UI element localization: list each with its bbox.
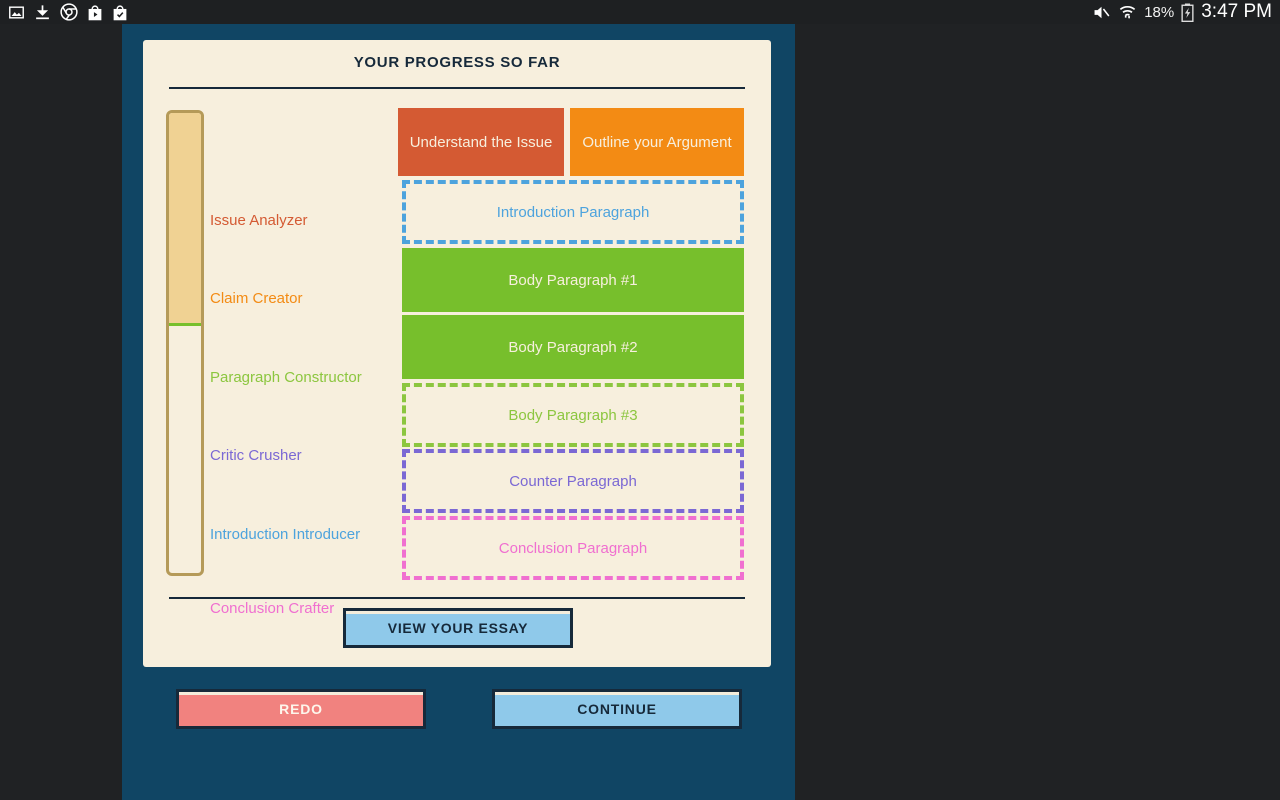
essay-block[interactable]: Introduction Paragraph bbox=[402, 180, 744, 244]
essay-block[interactable]: Counter Paragraph bbox=[402, 449, 744, 513]
status-bar-notification-icons bbox=[8, 3, 128, 21]
play-store-installed-icon bbox=[112, 4, 128, 21]
play-store-icon bbox=[87, 4, 103, 21]
essay-block[interactable]: Outline your Argument bbox=[570, 108, 744, 176]
stage-label: Issue Analyzer bbox=[210, 212, 308, 229]
divider-bottom bbox=[169, 597, 745, 599]
clock-label: 3:47 PM bbox=[1201, 1, 1272, 22]
view-your-essay-button[interactable]: VIEW YOUR ESSAY bbox=[343, 608, 573, 648]
continue-button[interactable]: CONTINUE bbox=[492, 689, 742, 729]
progress-bar-fill bbox=[169, 113, 201, 326]
download-icon bbox=[34, 4, 51, 21]
stage-label: Critic Crusher bbox=[210, 447, 302, 464]
stage-label: Claim Creator bbox=[210, 290, 303, 307]
redo-button[interactable]: REDO bbox=[176, 689, 426, 729]
progress-bar bbox=[166, 110, 204, 576]
essay-block[interactable]: Understand the Issue bbox=[398, 108, 564, 176]
essay-block[interactable]: Conclusion Paragraph bbox=[402, 516, 744, 580]
wifi-icon bbox=[1118, 3, 1137, 21]
battery-charging-icon bbox=[1181, 3, 1194, 22]
stage-label: Conclusion Crafter bbox=[210, 600, 335, 617]
status-bar-system-icons: 18% 3:47 PM bbox=[1092, 1, 1272, 23]
divider-top bbox=[169, 87, 745, 89]
stage-label: Paragraph Constructor bbox=[210, 369, 362, 386]
battery-percent-label: 18% bbox=[1144, 3, 1175, 21]
chrome-icon bbox=[60, 3, 78, 21]
stage-label: Introduction Introducer bbox=[210, 526, 361, 543]
essay-block[interactable]: Body Paragraph #1 bbox=[402, 248, 744, 312]
image-icon bbox=[8, 4, 25, 21]
mute-icon bbox=[1092, 4, 1111, 21]
essay-block[interactable]: Body Paragraph #2 bbox=[402, 315, 744, 379]
android-status-bar: 18% 3:47 PM bbox=[0, 0, 1280, 24]
essay-block[interactable]: Body Paragraph #3 bbox=[402, 383, 744, 447]
page-title: YOUR PROGRESS SO FAR bbox=[353, 54, 561, 71]
